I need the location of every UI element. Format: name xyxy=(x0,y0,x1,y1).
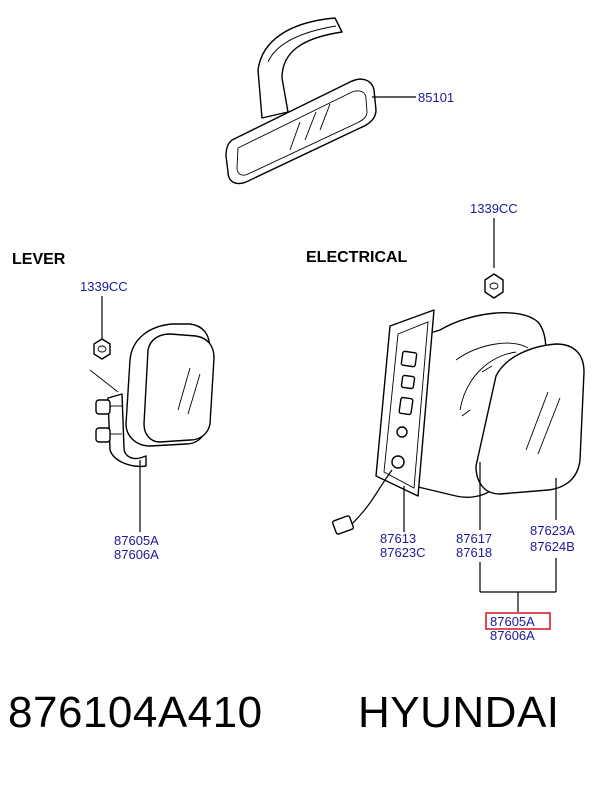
lever-mirror xyxy=(95,323,215,468)
label-87605A-lever: 87605A xyxy=(114,533,159,548)
brand-name: HYUNDAI xyxy=(358,688,560,737)
electrical-mirror xyxy=(332,309,585,535)
label-nut-electrical: 1339CC xyxy=(470,201,518,216)
label-87624B: 87624B xyxy=(530,539,575,554)
rear-view-mirror xyxy=(225,17,377,185)
nut-lever xyxy=(93,338,111,360)
label-87623A: 87623A xyxy=(530,523,575,538)
assembly-bracket xyxy=(479,558,557,612)
label-87606A-lever: 87606A xyxy=(114,547,159,562)
label-87613: 87613 xyxy=(380,531,416,546)
label-87617: 87617 xyxy=(456,531,492,546)
label-85101: 85101 xyxy=(418,90,454,105)
nut-electrical xyxy=(484,273,504,299)
label-87623C: 87623C xyxy=(380,545,426,560)
section-lever: LEVER xyxy=(12,251,66,268)
label-87606A-assy: 87606A xyxy=(490,628,535,643)
section-electrical: ELECTRICAL xyxy=(306,249,408,266)
label-87605A-assy: 87605A xyxy=(490,614,535,629)
highlight-box xyxy=(485,612,551,630)
caption: 876104A410 HYUNDAI xyxy=(0,688,600,758)
label-nut-lever: 1339CC xyxy=(80,279,128,294)
label-87618: 87618 xyxy=(456,545,492,560)
part-number: 876104A410 xyxy=(8,688,263,737)
